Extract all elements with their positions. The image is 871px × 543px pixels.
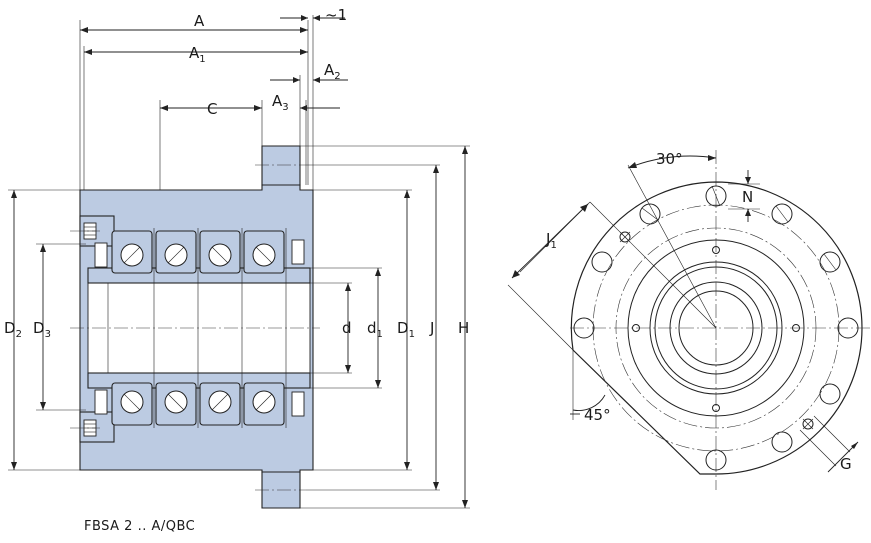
label-A1: A1 bbox=[189, 44, 206, 65]
front-view: 30° N J1 45° G bbox=[507, 150, 870, 490]
seal-upper bbox=[291, 239, 305, 265]
dimension-top bbox=[79, 15, 348, 190]
side-view-labels: A A1 ~1 A2 C A3 D2 D3 d d1 bbox=[4, 6, 469, 340]
label-45deg: 45° bbox=[584, 406, 611, 424]
seal-left-lower bbox=[94, 389, 108, 415]
mounting-hole bbox=[705, 449, 727, 471]
seal-left-upper bbox=[94, 242, 108, 268]
label-D1: D1 bbox=[397, 319, 415, 340]
label-A2: A2 bbox=[324, 61, 341, 82]
dimension-right bbox=[300, 145, 470, 509]
label-A: A bbox=[194, 12, 205, 30]
dimension-left bbox=[8, 189, 86, 471]
label-N: N bbox=[742, 188, 753, 206]
mounting-hole bbox=[819, 251, 841, 273]
flange-upper bbox=[261, 145, 301, 186]
label-D2: D2 bbox=[4, 319, 22, 340]
label-G: G bbox=[840, 455, 852, 473]
mounting-hole bbox=[591, 251, 613, 273]
label-C: C bbox=[207, 100, 217, 118]
label-J: J bbox=[429, 319, 434, 337]
figure-caption: FBSA 2 .. A/QBC bbox=[84, 519, 195, 534]
mounting-hole bbox=[771, 431, 793, 453]
mounting-hole bbox=[771, 203, 793, 225]
label-J1: J1 bbox=[545, 230, 557, 251]
mounting-hole bbox=[639, 203, 661, 225]
bearing-row-lower bbox=[111, 382, 285, 426]
label-H: H bbox=[458, 319, 469, 337]
mounting-hole bbox=[573, 317, 595, 339]
label-D3: D3 bbox=[33, 319, 51, 340]
label-d: d bbox=[342, 319, 352, 337]
bearing-row-upper bbox=[111, 230, 285, 274]
label-tilde1: ~1 bbox=[325, 6, 347, 24]
side-section-view: A A1 ~1 A2 C A3 D2 D3 d d1 bbox=[4, 6, 470, 509]
mounting-holes bbox=[573, 185, 859, 471]
seal-lower bbox=[291, 391, 305, 417]
label-30deg: 30° bbox=[656, 150, 683, 168]
mounting-hole bbox=[819, 383, 841, 405]
flange-outline bbox=[570, 181, 863, 475]
label-A3: A3 bbox=[272, 92, 289, 113]
mounting-hole bbox=[705, 185, 727, 207]
label-d1: d1 bbox=[367, 319, 383, 340]
mounting-hole bbox=[837, 317, 859, 339]
front-view-labels: 30° N J1 45° G bbox=[545, 150, 852, 473]
